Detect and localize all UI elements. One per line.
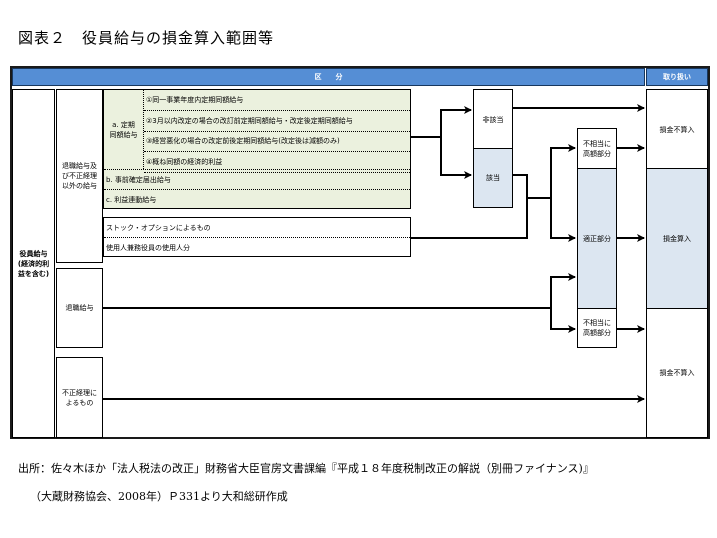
list-item: 使用人兼務役員の使用人分 [106,243,190,252]
non-retirement-label: 退職給与及 び不正経理 以外の給与 [62,162,97,190]
retirement-label: 退職給与 [65,304,94,312]
arrow-to-not-applicable [440,106,472,137]
header-category-label: 区 分 [314,73,343,81]
arrow-retirement-to-excessive [550,308,576,333]
not-deductible-top-label: 損金不算入 [659,125,695,134]
other-pay-list: b. 事前確定届出給与 c. 利益連動給与 [104,169,410,210]
footer-source-line2: （大蔵財務協会、2008年）Ｐ331より大和総研作成 [30,490,288,503]
not-deductible-top-box: 損金不算入 [646,89,708,169]
list-item: ③経営悪化の場合の改定前後定期同額給与(改定後は減額のみ) [144,132,410,153]
arrow-retirement-to-appropriate [550,273,576,308]
appropriate-label: 適正部分 [583,235,611,243]
not-applicable-label: 非該当 [482,115,504,124]
arrow-to-excessive-top [550,144,576,198]
diagram-frame [10,66,710,439]
list-item: ②3月以内改定の場合の改訂前定期同額給与・改定後定期同額給与 [144,111,410,132]
deductible-label: 損金算入 [663,235,691,243]
deductible-box: 損金算入 [646,168,708,309]
regular-pay-label: a. 定期 同額給与 [109,120,138,139]
non-retirement-box: 退職給与及 び不正経理 以外の給与 [56,89,103,263]
fraud-box: 不正経理に よるもの [56,357,103,438]
arrow-to-applicable [440,137,472,179]
appropriate-box: 適正部分 [577,168,617,309]
regular-pay-group: a. 定期 同額給与 [104,90,144,169]
header-treatment: 取り扱い [646,68,708,86]
regular-pay-list: ①同一事業年度内定期同額給与 ②3月以内改定の場合の改訂前定期同額給与・改定後定… [144,90,410,173]
excessive-top-box: 不相当に 高額部分 [577,128,617,169]
not-deductible-bottom-box: 損金不算入 [646,308,708,438]
figure-title: 図表２ 役員給与の損金算入範囲等 [18,29,275,47]
excessive-top-label: 不相当に 高額部分 [583,140,611,158]
header-treatment-label: 取り扱い [663,73,691,81]
list-item: ④概ね同額の経済的利益 [144,152,410,173]
excessive-bottom-label: 不相当に 高額部分 [583,319,611,337]
stock-box: ストック・オプションによるもの 使用人兼務役員の使用人分 [103,217,411,257]
executive-pay-label: 役員給与 (経済的利 益を含む) [17,249,50,278]
arrow-applicable-out [513,174,551,199]
list-item: c. 利益連動給与 [106,196,157,204]
header-category: 区 分 [12,68,645,86]
not-applicable-box: 非該当 [473,89,513,149]
executive-pay-box: 役員給与 (経済的利 益を含む) [12,89,55,438]
list-item: ストック・オプションによるもの [104,218,410,238]
list-item: ①同一事業年度内定期同額給与 [144,90,410,111]
footer-source-line1: 出所：佐々木ほか「法人税法の改正」財務省大臣官房文書課編『平成１８年度税制改正の… [18,462,594,475]
list-item: b. 事前確定届出給与 [104,169,410,190]
fraud-label: 不正経理に よるもの [62,388,97,407]
retirement-box: 退職給与 [56,268,103,348]
excessive-bottom-box: 不相当に 高額部分 [577,308,617,348]
arrow-to-appropriate [550,198,576,242]
applicable-label: 該当 [486,174,500,182]
arrow-stock-in [411,198,528,239]
not-deductible-bottom-label: 損金不算入 [659,369,695,377]
applicable-box: 該当 [473,148,513,208]
